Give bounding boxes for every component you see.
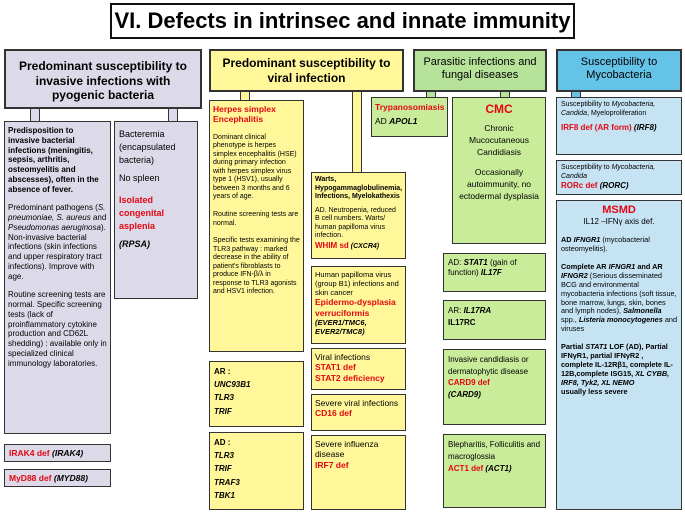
act1-box: Blepharitis, Folliculitis and macrogloss…: [443, 434, 546, 508]
irf8-text: Susceptibility to Mycobacteria, Candida,…: [561, 101, 656, 117]
herpes-box: Herpes simplex Encephalitis Dominant cli…: [209, 100, 304, 352]
trypano-box: Trypanosomiasis AD APOL1: [371, 97, 448, 137]
col3-connector-left: [426, 92, 436, 97]
ad-gene-1: TRIF: [214, 464, 232, 474]
msmd-title: MSMD: [602, 204, 636, 216]
herpes-title: Herpes simplex Encephalitis: [213, 104, 276, 125]
stat2-def: STAT2 deficiency: [315, 372, 385, 383]
cmc-p2: Occasionally autoimmunity, no ectodermal…: [459, 167, 539, 202]
myd88-gene: (MYD88): [53, 473, 88, 483]
viral-box: Viral infections STAT1 def STAT2 deficie…: [311, 348, 406, 390]
col2-connector-right: [352, 92, 362, 172]
myd88-def: MyD88 def: [9, 473, 52, 483]
epidermo-def: Epidermo-dysplasia verruciformis: [315, 297, 396, 318]
no-spleen-text: No spleen: [119, 173, 160, 184]
hpv-box: Human papilloma virus (group B1) infecti…: [311, 266, 406, 344]
ar-gene-2: TRIF: [214, 406, 232, 416]
msmd-box: MSMD IL12 –IFNγ axis def. AD IFNGR1 (myc…: [556, 200, 682, 510]
ad-gene-2: TRAF3: [214, 477, 240, 487]
il17-box: AR: IL17RA IL17RC: [443, 300, 546, 340]
ar-list-box: AR : UNC93B1 TLR3 TRIF: [209, 361, 304, 427]
stat1-gof-text: AD: STAT1 (gain of function) IL17F: [448, 258, 517, 277]
herpes-p2: Routine screening tests are normal.: [213, 210, 299, 227]
ar-gene-1: TLR3: [214, 393, 234, 403]
rorc-text: Susceptibility to Mycobacteria, Candida: [561, 164, 656, 180]
col3-connector-right: [500, 92, 510, 97]
act1-line: ACT1 def (ACT1): [448, 464, 512, 473]
msmd-sub: IL12 –IFNγ axis def.: [583, 217, 655, 227]
ever-genes: (EVER1/TMC6, EVER2/TMC8): [315, 318, 367, 337]
trypano-def: Trypanosomiasis: [375, 102, 445, 112]
ad-list-label: AD :: [214, 438, 231, 447]
influenza-box: Severe influenza disease IRF7 def: [311, 435, 406, 510]
influenza-title: Severe influenza disease: [315, 439, 379, 460]
herpes-p1: Dominant clinical phenotype is herpes si…: [213, 133, 297, 201]
col2-header-text: Predominant susceptibility to viral infe…: [222, 56, 391, 85]
ad-gene-0: TLR3: [214, 451, 234, 461]
rpsa-gene: (RPSA): [119, 239, 150, 250]
severe-viral-box: Severe viral infections CD16 def: [311, 394, 406, 431]
col1-header: Predominant susceptibility to invasive i…: [4, 49, 202, 109]
severe-viral-title: Severe viral infections: [315, 398, 399, 408]
cmc-title: CMC: [485, 102, 513, 116]
col2-header: Predominant susceptibility to viral infe…: [209, 49, 404, 92]
col4-connector: [571, 92, 581, 97]
cmc-p1: Chronic Mucocutaneous Candidiasis: [468, 122, 529, 157]
col1-bact-box: Bacteremia (encapsulated bacteria) No sp…: [114, 121, 198, 299]
card9-def: CARD9 def: [448, 378, 490, 388]
col1-main-p2: Predominant pathogens (S. pneumoniae, S.…: [8, 203, 107, 281]
irf8-box: Susceptibility to Mycobacteria, Candida,…: [556, 97, 682, 155]
viral-title: Viral infections: [315, 352, 371, 362]
col3-header: Parasitic infections and fungal diseases: [413, 49, 547, 92]
col2-connector-left: [240, 92, 250, 100]
col3-header-text: Parasitic infections and fungal diseases: [423, 56, 537, 82]
col1-main-box: Predisposition to invasive bacterial inf…: [4, 121, 111, 434]
col1-connector-left: [30, 109, 40, 121]
act1-p1: Blepharitis, Folliculitis and macrogloss…: [448, 440, 541, 461]
bacteremia-text: Bacteremia (encapsulated bacteria): [119, 129, 176, 166]
ad-list-box: AD : TLR3 TRIF TRAF3 TBK1: [209, 432, 304, 510]
whim-line: WHIM sd (CXCR4): [315, 240, 380, 250]
stat1-gof-box: AD: STAT1 (gain of function) IL17F: [443, 253, 546, 292]
card9-box: Invasive candidiasis or dermatophytic di…: [443, 349, 546, 425]
stat1-def: STAT1 def: [315, 362, 356, 373]
page-title: VI. Defects in intrinsec and innate immu…: [114, 8, 571, 33]
msmd-less-severe: usually less severe: [561, 386, 628, 396]
irf7-def: IRF7 def: [315, 459, 349, 470]
card9-p1: Invasive candidiasis or dermatophytic di…: [448, 355, 529, 376]
ad-gene-3: TBK1: [214, 490, 235, 500]
irak4-def: IRAK4 def: [9, 448, 50, 458]
irak4-gene: (IRAK4): [52, 448, 84, 458]
irf8-line: IRF8 def (AR form) (IRF8): [561, 123, 657, 133]
rorc-box: Susceptibility to Mycobacteria, Candida …: [556, 160, 682, 195]
title-box: VI. Defects in intrinsec and innate immu…: [110, 3, 575, 39]
myd88-box: MyD88 def (MYD88): [4, 469, 111, 487]
warts-p2: AD. Neutropenia, reduced B cell numbers.…: [315, 206, 396, 240]
col4-header: Susceptibility to Mycobacteria: [556, 49, 682, 92]
hpv-p1: Human papilloma virus (group B1) infecti…: [315, 270, 399, 298]
msmd-ad: AD IFNGR1 (mycobacterial osteomyelitis).: [561, 235, 650, 254]
rorc-line: RORc def (RORC): [561, 181, 629, 191]
warts-p1: Warts, Hypogammaglobulinemia, Infections…: [315, 176, 403, 201]
warts-box: Warts, Hypogammaglobulinemia, Infections…: [311, 172, 406, 259]
il17ra-line: AR: IL17RA: [448, 306, 492, 315]
msmd-complete: Complete AR IFNGR1 and AR IFNGR2 (Seriou…: [561, 261, 677, 334]
col1-main-p1: Predisposition to invasive bacterial inf…: [8, 126, 99, 194]
il17rc-line: IL17RC: [448, 318, 476, 327]
cd16-def: CD16 def: [315, 408, 352, 419]
col4-header-text: Susceptibility to Mycobacteria: [580, 56, 658, 82]
card9-gene: (CARD9): [448, 389, 481, 399]
cmc-box: CMC Chronic Mucocutaneous Candidiasis Oc…: [452, 97, 546, 244]
ar-list-label: AR :: [214, 367, 231, 376]
msmd-partial: Partial STAT1 LOF (AD), Partial IFNγR1, …: [561, 342, 673, 387]
irak4-box: IRAK4 def (IRAK4): [4, 444, 111, 462]
asplenia-text: Isolated congenital asplenia: [119, 195, 165, 232]
col1-header-text: Predominant susceptibility to invasive i…: [18, 59, 188, 103]
herpes-p3: Specific tests examining the TLR3 pathwa…: [213, 237, 300, 296]
apol1-line: AD APOL1: [375, 116, 418, 127]
col1-main-p3: Routine screening tests are normal. Spec…: [8, 290, 107, 368]
ar-gene-0: UNC93B1: [214, 380, 251, 390]
col1-connector-right: [168, 109, 178, 121]
